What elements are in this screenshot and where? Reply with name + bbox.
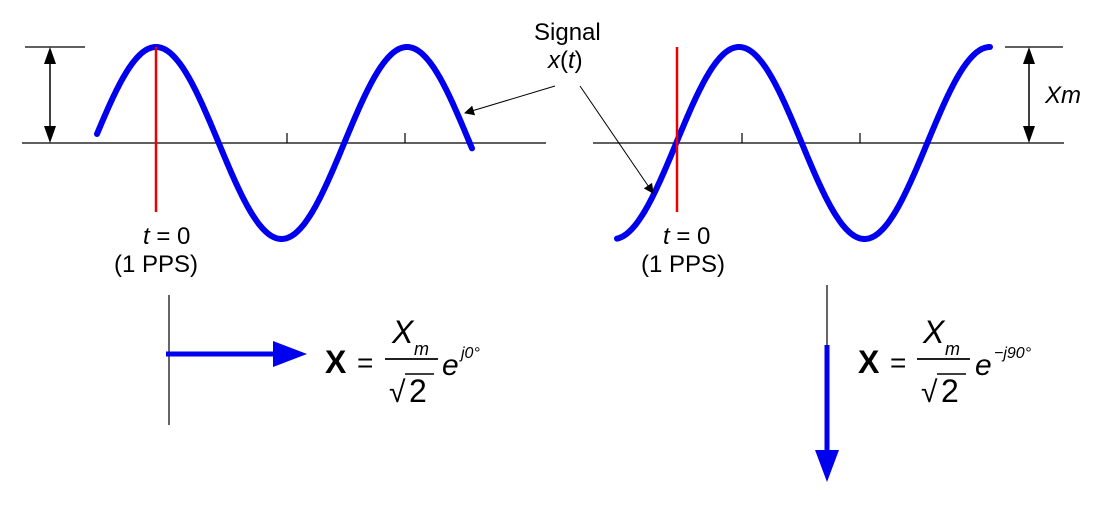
right-amplitude-arrowhead-top bbox=[1023, 47, 1035, 64]
left-phasor bbox=[166, 295, 307, 425]
right-signal-waveform bbox=[614, 44, 993, 242]
right-amplitude-arrowhead-bottom bbox=[1023, 126, 1035, 143]
left-t0-label: t = 0 bbox=[143, 223, 190, 250]
numerator-subscript: m bbox=[945, 339, 960, 359]
left-signal-waveform bbox=[94, 44, 475, 242]
left-phasor-equation: X = X m √ 2 e j0° bbox=[325, 314, 480, 409]
right-t0-label: t = 0 bbox=[663, 223, 710, 250]
left-pps-label: (1 PPS) bbox=[114, 251, 198, 278]
right-phasor-equation: X = X m √ 2 e −j90° bbox=[858, 314, 1032, 409]
exponent: j0° bbox=[459, 345, 480, 362]
right-phasor-arrowhead bbox=[815, 450, 839, 482]
exponential-base: e bbox=[975, 349, 992, 382]
sqrt-argument: 2 bbox=[409, 373, 427, 409]
left-waveform-panel: t = 0 (1 PPS) bbox=[22, 44, 546, 278]
left-amplitude-arrowhead-bottom bbox=[44, 126, 56, 143]
sqrt-symbol: √ bbox=[921, 376, 938, 409]
left-amplitude-arrowhead-top bbox=[44, 47, 56, 64]
exponent: −j90° bbox=[994, 345, 1032, 362]
numerator-x: X bbox=[391, 314, 415, 350]
signal-callout: Signal x(t) bbox=[464, 19, 654, 194]
amplitude-label: Xm bbox=[1044, 82, 1081, 109]
right-waveform-panel: Xm t = 0 (1 PPS) bbox=[593, 44, 1081, 278]
sqrt-argument: 2 bbox=[941, 373, 959, 409]
left-phasor-arrowhead bbox=[273, 341, 307, 367]
equals-sign: = bbox=[357, 347, 373, 378]
right-phasor bbox=[815, 285, 839, 482]
callout-pointer-right bbox=[579, 85, 654, 194]
phasor-symbol: X bbox=[325, 344, 347, 380]
signal-title: Signal bbox=[534, 19, 601, 46]
exponential-base: e bbox=[442, 349, 459, 382]
numerator-x: X bbox=[922, 314, 946, 350]
signal-name: x(t) bbox=[547, 47, 583, 74]
right-pps-label: (1 PPS) bbox=[641, 251, 725, 278]
callout-pointer-left bbox=[464, 85, 556, 116]
phasor-symbol: X bbox=[858, 344, 880, 380]
equals-sign: = bbox=[890, 347, 906, 378]
sqrt-symbol: √ bbox=[389, 376, 406, 409]
numerator-subscript: m bbox=[414, 339, 429, 359]
